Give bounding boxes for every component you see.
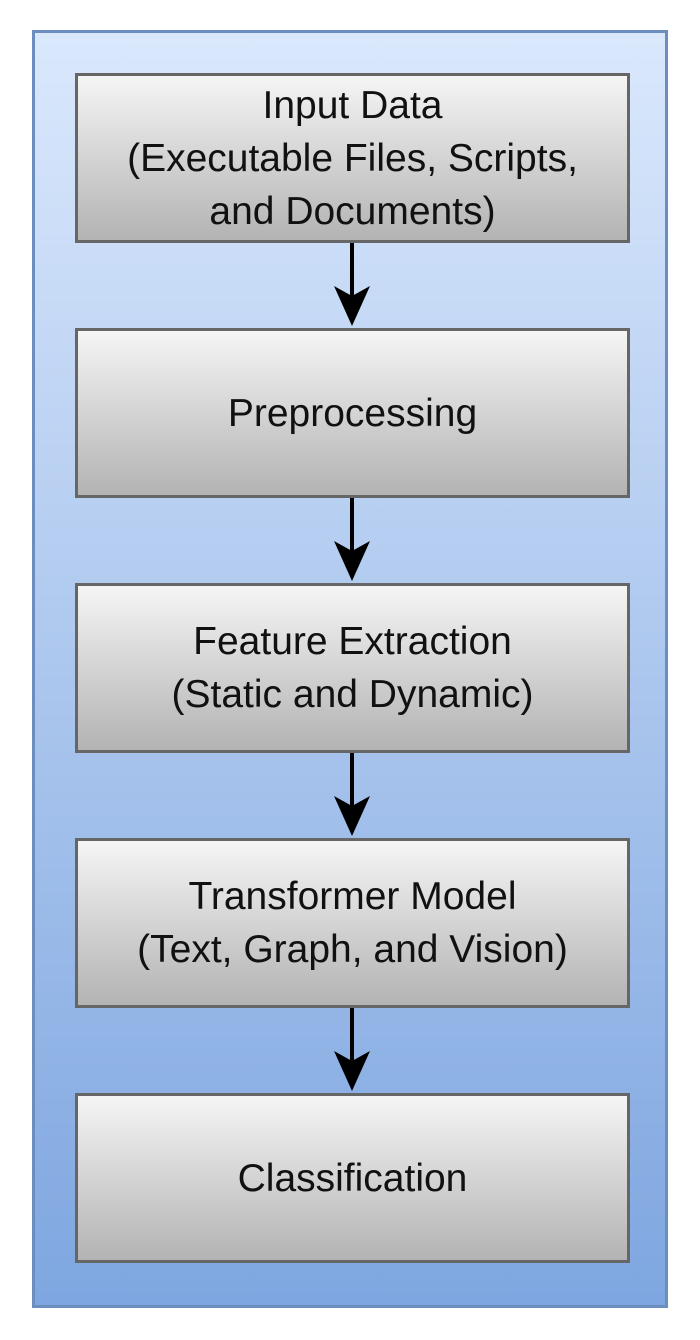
- step-classification-line-1: Classification: [237, 1156, 468, 1200]
- step-input-data: Input Data (Executable Files, Scripts, a…: [75, 73, 630, 243]
- step-transformer-model-line-2: (Text, Graph, and Vision): [137, 928, 568, 971]
- step-input-data-line-3: and Documents): [209, 189, 496, 233]
- step-classification: Classification: [75, 1093, 630, 1263]
- step-transformer-model-line-1: Transformer Model: [188, 875, 517, 918]
- step-preprocessing: Preprocessing: [75, 328, 630, 498]
- step-feature-extraction: Feature Extraction (Static and Dynamic): [75, 583, 630, 753]
- step-transformer-model: Transformer Model (Text, Graph, and Visi…: [75, 838, 630, 1008]
- step-preprocessing-line-1: Preprocessing: [227, 391, 478, 435]
- step-input-data-line-2: (Executable Files, Scripts,: [127, 136, 578, 180]
- step-feature-extraction-line-2: (Static and Dynamic): [171, 673, 534, 716]
- step-input-data-line-1: Input Data: [262, 83, 443, 127]
- step-feature-extraction-line-1: Feature Extraction: [193, 620, 512, 663]
